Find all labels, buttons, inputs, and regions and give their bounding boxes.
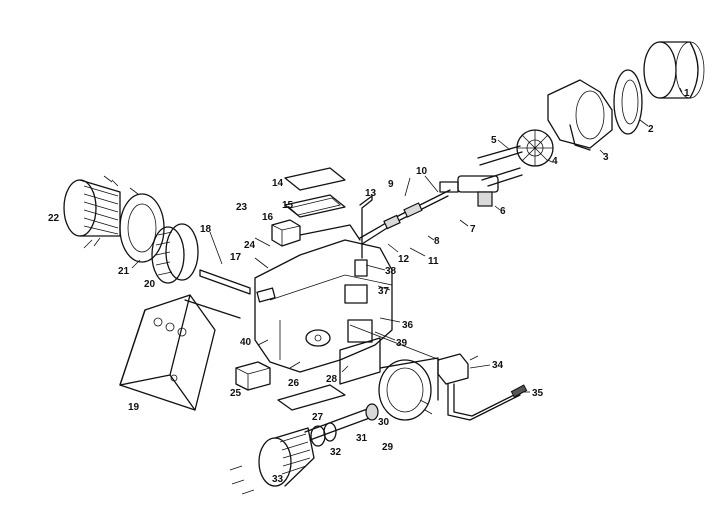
part-27-plate [277, 384, 346, 411]
label-9: 9 [388, 179, 394, 190]
label-37: 37 [378, 286, 390, 297]
part-33-pump [258, 427, 315, 487]
label-12: 12 [398, 254, 410, 265]
label-30: 30 [378, 417, 390, 428]
label-26: 26 [288, 378, 300, 389]
label-16: 16 [262, 212, 274, 223]
part-16-box [271, 219, 301, 247]
label-35: 35 [532, 388, 544, 399]
part-8-oil-line [359, 189, 451, 245]
label-21: 21 [118, 266, 130, 277]
label-39: 39 [396, 338, 408, 349]
label-14: 14 [272, 178, 284, 189]
part-2-gasket [613, 69, 643, 135]
part-1-tube [643, 41, 705, 99]
label-3: 3 [603, 152, 609, 163]
label-28: 28 [326, 374, 338, 385]
label-4: 4 [552, 156, 558, 167]
label-27: 27 [312, 412, 324, 423]
label-34: 34 [492, 360, 504, 371]
part-34-connector [437, 353, 469, 385]
label-29: 29 [382, 442, 394, 453]
part-25-block [235, 361, 271, 391]
part-20-fan-wheel [151, 223, 199, 284]
label-7: 7 [470, 224, 476, 235]
label-24: 24 [244, 240, 256, 251]
label-20: 20 [144, 279, 156, 290]
label-25: 25 [230, 388, 242, 399]
label-10: 10 [416, 166, 428, 177]
part-17-gasket [256, 287, 276, 303]
part-18-rail [184, 269, 251, 319]
part-6-nozzle-holder [439, 175, 499, 207]
label-5: 5 [491, 135, 497, 146]
fastener-arrows [83, 175, 479, 495]
label-2: 2 [648, 124, 654, 135]
leader-lines [209, 87, 683, 393]
label-8: 8 [434, 236, 440, 247]
label-17: 17 [230, 252, 242, 263]
part-29-cover [378, 357, 439, 421]
label-15: 15 [282, 200, 294, 211]
part-22-motor [63, 179, 121, 237]
label-18: 18 [200, 224, 212, 235]
label-33: 33 [272, 474, 284, 485]
part-13-rod [359, 195, 373, 259]
label-22: 22 [48, 213, 60, 224]
part-36-cable [349, 324, 441, 361]
part-labels: 1 2 3 4 5 6 7 8 9 10 11 12 13 14 15 16 1… [48, 88, 690, 485]
part-37-component [344, 259, 373, 343]
label-38: 38 [385, 266, 397, 277]
burner-body [254, 224, 393, 373]
label-32: 32 [330, 447, 342, 458]
label-19: 19 [128, 402, 140, 413]
label-13: 13 [365, 188, 377, 199]
part-5-electrodes [477, 145, 523, 187]
label-36: 36 [402, 320, 414, 331]
part-35-hoses [447, 383, 528, 421]
part-3-head [547, 79, 613, 151]
part-14-plate [284, 167, 346, 218]
label-31: 31 [356, 433, 368, 444]
label-6: 6 [500, 206, 506, 217]
label-11: 11 [428, 256, 439, 267]
part-19-control-box [119, 294, 216, 411]
label-23: 23 [236, 202, 248, 213]
label-1: 1 [684, 88, 690, 99]
part-4-disc [516, 129, 554, 167]
label-40: 40 [240, 337, 252, 348]
part-21-flange [119, 193, 165, 263]
part-31-shaft [304, 403, 379, 447]
